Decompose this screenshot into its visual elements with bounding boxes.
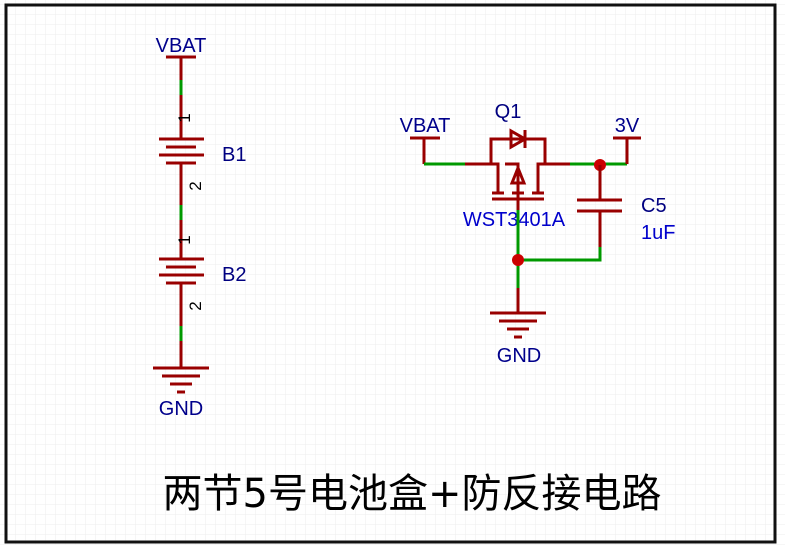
vbat-label: VBAT bbox=[156, 35, 207, 57]
vbat-label-right: VBAT bbox=[400, 115, 451, 137]
b2-pin-1: 1 bbox=[175, 235, 194, 244]
c5-value: 1uF bbox=[641, 222, 675, 244]
battery-b1[interactable]: 1 2 B1 bbox=[159, 95, 246, 205]
junction-dot bbox=[512, 254, 524, 266]
q1-ref: Q1 bbox=[495, 101, 522, 123]
c5-ref: C5 bbox=[641, 195, 667, 217]
protection-section: VBAT Q1 WST3401A bbox=[400, 101, 676, 367]
sheet-title: 两节5号电池盒+防反接电路 bbox=[163, 471, 662, 517]
b2-ref: B2 bbox=[222, 264, 246, 286]
vbat-power-flag-right[interactable]: VBAT bbox=[400, 115, 451, 164]
capacitor-c5[interactable]: C5 1uF bbox=[577, 165, 675, 247]
gnd-symbol-left[interactable]: GND bbox=[153, 341, 209, 420]
sheet-border bbox=[4, 3, 777, 544]
b1-pin-2: 2 bbox=[186, 181, 205, 190]
wire[interactable] bbox=[518, 247, 602, 262]
gnd-symbol-right[interactable]: GND bbox=[490, 288, 546, 367]
b2-pin-2: 2 bbox=[186, 301, 205, 310]
b1-ref: B1 bbox=[222, 144, 246, 166]
3v-label: 3V bbox=[615, 115, 640, 137]
3v-power-flag[interactable]: 3V bbox=[613, 115, 641, 164]
vbat-power-flag[interactable]: VBAT bbox=[156, 35, 207, 80]
battery-b2[interactable]: 1 2 B2 bbox=[159, 220, 246, 326]
gnd-label-left: GND bbox=[159, 398, 203, 420]
b1-pin-1: 1 bbox=[175, 113, 194, 122]
mosfet-q1[interactable]: Q1 WST3401A bbox=[463, 101, 570, 231]
gnd-label-right: GND bbox=[497, 345, 541, 367]
q1-value: WST3401A bbox=[463, 209, 566, 231]
battery-section: VBAT 1 2 B1 1 2 B2 bbox=[153, 35, 246, 420]
